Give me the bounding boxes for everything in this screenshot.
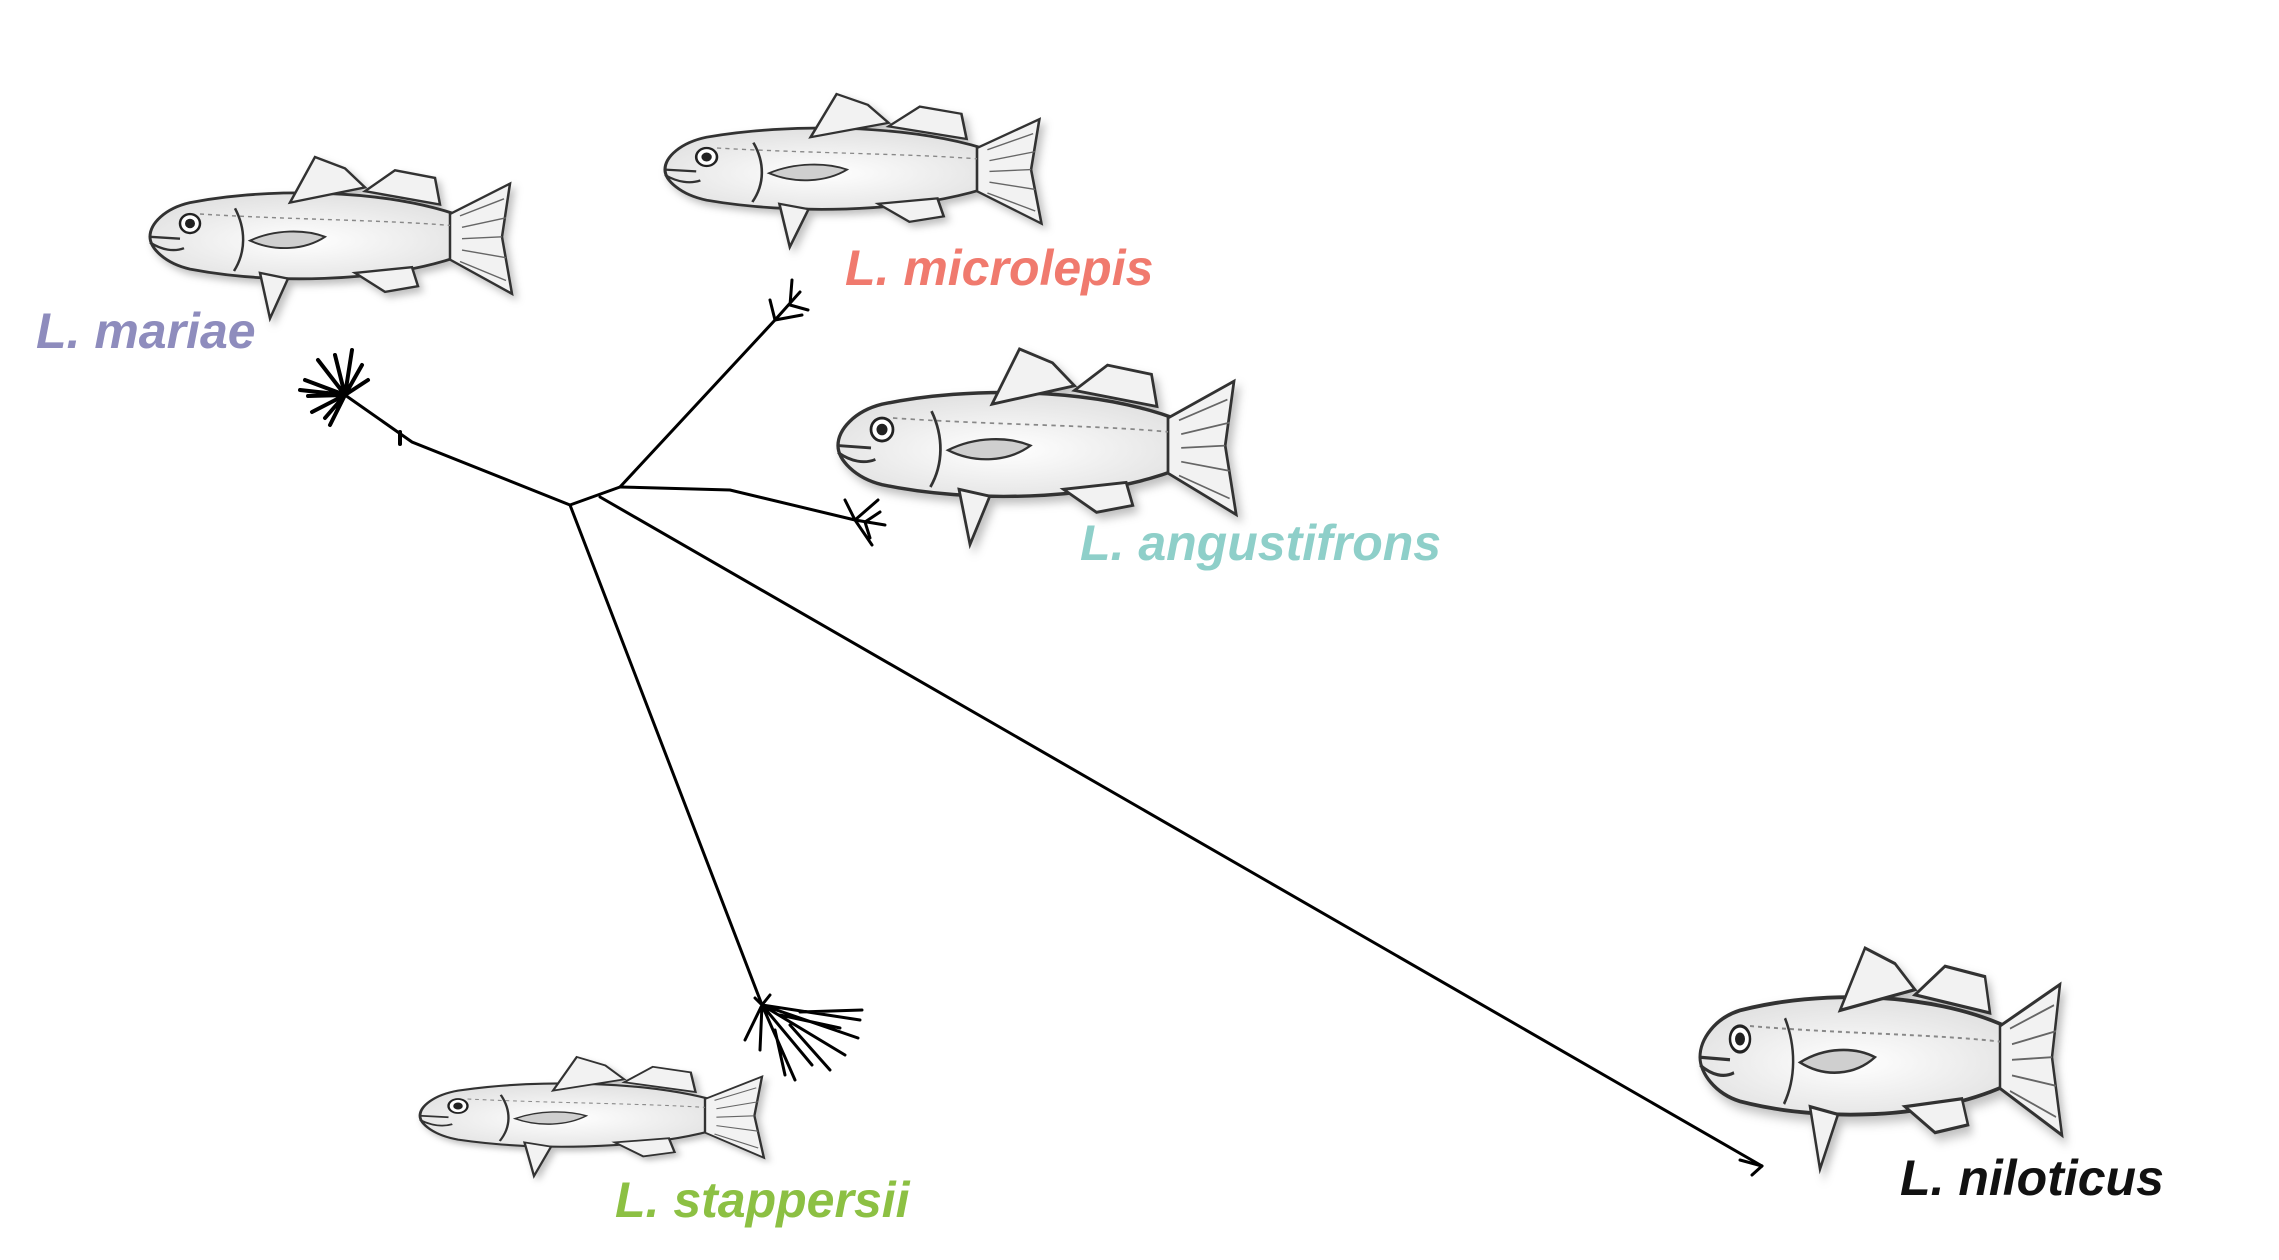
taxon-label-microlepis: L. microlepis (845, 240, 1154, 296)
clade-tuft-microlepis (768, 278, 810, 322)
fish-illustration-mariae (148, 155, 514, 320)
clade-tuft-angustifrons (843, 498, 887, 547)
branch-to-microlepis (618, 318, 777, 489)
branch-to-mariae (343, 393, 572, 507)
phylogenetic-tree (298, 278, 1764, 1177)
taxon-label-mariae: L. mariae (36, 303, 256, 359)
fish-illustration-stappersii (418, 1055, 766, 1178)
taxon-label-angustifrons: L. angustifrons (1080, 515, 1442, 571)
branch-to-microlepis-angustifrons (568, 485, 622, 507)
fish-illustration-microlepis (663, 92, 1044, 249)
branch-to-niloticus (598, 495, 1764, 1168)
clade-tuft-stappersii (743, 993, 864, 1082)
branch-to-stappersii (568, 503, 764, 1007)
taxon-label-niloticus: L. niloticus (1900, 1150, 2164, 1206)
clade-tip-niloticus (1738, 1158, 1764, 1177)
clade-tuft-mariae (298, 348, 402, 446)
branch-to-angustifrons (618, 485, 857, 522)
taxon-label-stappersii: L. stappersii (615, 1172, 910, 1228)
fish-illustration-niloticus (1698, 946, 2064, 1171)
